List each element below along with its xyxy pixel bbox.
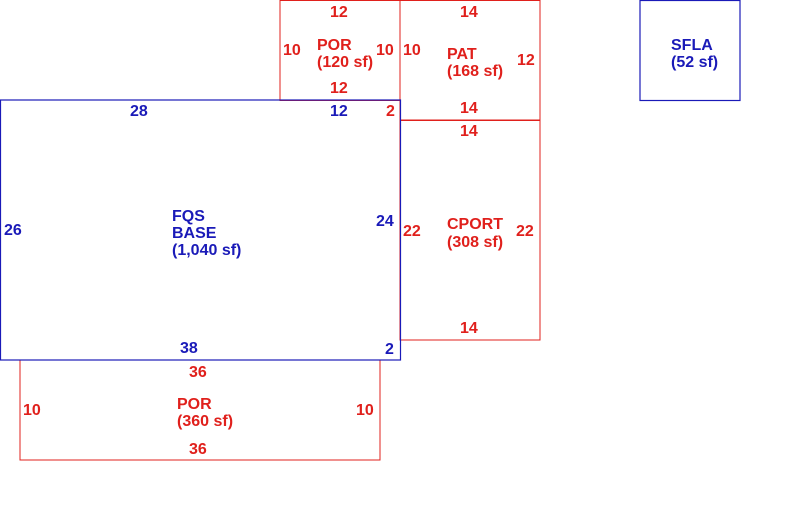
cport-area: (308 sf) — [447, 234, 503, 251]
por-top-area: (120 sf) — [317, 54, 373, 71]
base-dim-left: 26 — [4, 222, 22, 239]
sfla-outline — [639, 0, 741, 102]
pat-dim-right: 12 — [517, 52, 535, 69]
base-name-line1: FQS — [172, 208, 205, 225]
cport-dim-left: 22 — [403, 223, 421, 240]
base-dim-top-a: 28 — [130, 103, 148, 120]
por-top-dim-left: 10 — [283, 42, 301, 59]
pat-area: (168 sf) — [447, 63, 503, 80]
cport-dim-top: 14 — [460, 123, 478, 140]
base-dim-top-c: 2 — [386, 103, 395, 120]
por-bottom-dim-left: 10 — [23, 402, 41, 419]
base-dim-bottom-corner: 2 — [385, 341, 394, 358]
pat-name: PAT — [447, 46, 477, 63]
por-bottom-dim-top: 36 — [189, 364, 207, 381]
por-top-dim-top: 12 — [330, 4, 348, 21]
pat-dim-bottom: 14 — [460, 100, 478, 117]
sfla-name: SFLA — [671, 37, 713, 54]
base-dim-bottom: 38 — [180, 340, 198, 357]
cport-name: CPORT — [447, 216, 503, 233]
cport-dim-bottom: 14 — [460, 320, 478, 337]
por-bottom-name: POR — [177, 396, 212, 413]
base-dim-top-b: 12 — [330, 103, 348, 120]
pat-dim-top: 14 — [460, 4, 478, 21]
por-bottom-dim-right: 10 — [356, 402, 374, 419]
por-bottom-dim-bottom: 36 — [189, 441, 207, 458]
base-dim-right: 24 — [376, 213, 394, 230]
base-outline — [0, 99, 402, 361]
por-top-dim-right: 10 — [376, 42, 394, 59]
por-bottom-area: (360 sf) — [177, 413, 233, 430]
pat-dim-left: 10 — [403, 42, 421, 59]
por-top-dim-bottom: 12 — [330, 80, 348, 97]
cport-dim-right: 22 — [516, 223, 534, 240]
base-area: (1,040 sf) — [172, 242, 241, 259]
por-top-name: POR — [317, 37, 352, 54]
sfla-area: (52 sf) — [671, 54, 718, 71]
base-name-line2: BASE — [172, 225, 217, 242]
